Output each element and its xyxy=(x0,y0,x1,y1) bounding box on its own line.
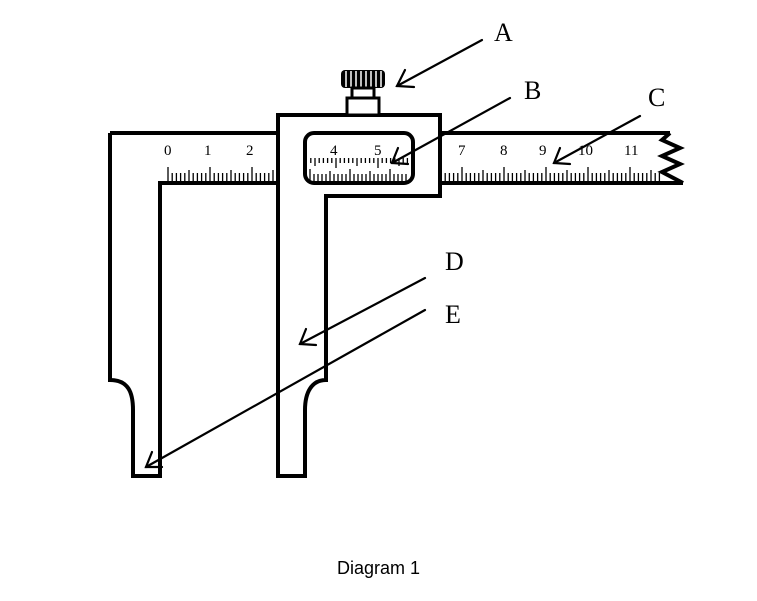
callout-label-a: A xyxy=(494,18,513,47)
callout-label-e: E xyxy=(445,300,461,329)
callout-arrows xyxy=(144,38,642,469)
arrow-c xyxy=(552,114,642,166)
callout-label-c: C xyxy=(648,83,665,112)
main-scale-ticks xyxy=(167,167,661,181)
scale-number: 11 xyxy=(624,143,638,159)
callout-label-d: D xyxy=(445,247,464,276)
vernier-window xyxy=(303,131,415,185)
scale-number: 4 xyxy=(330,143,338,159)
scale-number: 5 xyxy=(374,143,382,159)
fixed-jaw xyxy=(108,131,278,478)
caliper-outline xyxy=(108,113,685,478)
scale-number: 7 xyxy=(458,143,466,159)
arrow-b xyxy=(390,96,512,166)
scale-number: 0 xyxy=(164,143,172,159)
scale-number: 9 xyxy=(539,143,547,159)
arrow-e xyxy=(144,308,427,469)
sliding-jaw xyxy=(276,113,442,478)
locking-screw xyxy=(341,70,385,117)
scale-number: 2 xyxy=(246,143,254,159)
arrow-a xyxy=(395,38,484,89)
main-beam xyxy=(440,131,683,185)
scale-number: 1 xyxy=(204,143,212,159)
arrow-d xyxy=(298,276,427,347)
scale-number: 8 xyxy=(500,143,508,159)
vernier-scale-ticks xyxy=(309,158,409,181)
diagram-caption: Diagram 1 xyxy=(336,558,421,578)
callout-label-b: B xyxy=(524,76,541,105)
beam-break-end xyxy=(657,131,685,185)
